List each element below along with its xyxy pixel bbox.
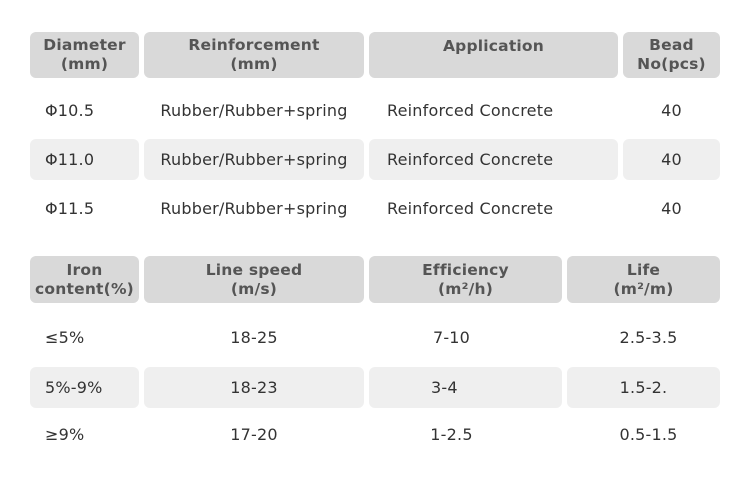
- table-cell: Rubber/Rubber+spring: [160, 198, 348, 218]
- table-cell: 40: [661, 198, 682, 218]
- header-line: Efficiency: [422, 260, 509, 279]
- table-cell: 40: [661, 100, 682, 120]
- header-line: Line speed: [205, 260, 303, 279]
- table-cell: Reinforced Concrete: [387, 100, 554, 120]
- header-life: Life (m²/m): [567, 256, 720, 303]
- header-line: (m/s): [230, 279, 278, 298]
- table-cell: 5%-9%: [30, 367, 139, 408]
- table-cell: 3-4: [369, 367, 562, 408]
- header-line: (m²/h): [437, 279, 493, 298]
- header-line: Reinforcement: [188, 36, 320, 54]
- table-cell: 17-20: [230, 424, 278, 444]
- header-line-speed: Line speed (m/s): [144, 256, 364, 303]
- table-cell: Φ11.0: [30, 139, 139, 180]
- table-cell: Rubber/Rubber+spring: [160, 100, 348, 120]
- table-cell: Reinforced Concrete: [387, 198, 554, 218]
- header-line: Iron: [66, 260, 103, 279]
- table-cell: ≥9%: [45, 424, 85, 444]
- header-line: Bead: [649, 36, 694, 54]
- header-line: (mm): [60, 55, 109, 73]
- header-reinforcement: Reinforcement (mm): [144, 32, 364, 78]
- header-diameter: Diameter (mm): [30, 32, 139, 78]
- table-cell: 7-10: [432, 327, 471, 347]
- header-application: Application: [369, 32, 618, 78]
- header-line: Diameter: [43, 36, 126, 54]
- header-line: content(%): [35, 279, 134, 298]
- header-line: Life: [626, 260, 661, 279]
- table-cell: 18-25: [230, 327, 278, 347]
- table-cell: 1.5-2.: [567, 367, 720, 408]
- table-cell: 40: [623, 139, 720, 180]
- header-iron-content: Iron content(%): [30, 256, 139, 303]
- table-cell: 18-23: [144, 367, 364, 408]
- header-line: (mm): [230, 55, 278, 73]
- table-cell: 1-2.5: [430, 424, 473, 444]
- table-cell: 0.5-1.5: [619, 424, 678, 444]
- table-cell: Φ10.5: [45, 100, 95, 120]
- header-line: Application: [442, 37, 545, 55]
- header-line: (m²/m): [613, 279, 674, 298]
- table-cell: Reinforced Concrete: [369, 139, 618, 180]
- header-line: No(pcs): [637, 55, 706, 73]
- table-cell: Φ11.5: [45, 198, 95, 218]
- header-bead: Bead No(pcs): [623, 32, 720, 78]
- table-cell: Rubber/Rubber+spring: [144, 139, 364, 180]
- table-cell: ≤5%: [45, 327, 85, 347]
- header-efficiency: Efficiency (m²/h): [369, 256, 562, 303]
- table-cell: 2.5-3.5: [619, 327, 678, 347]
